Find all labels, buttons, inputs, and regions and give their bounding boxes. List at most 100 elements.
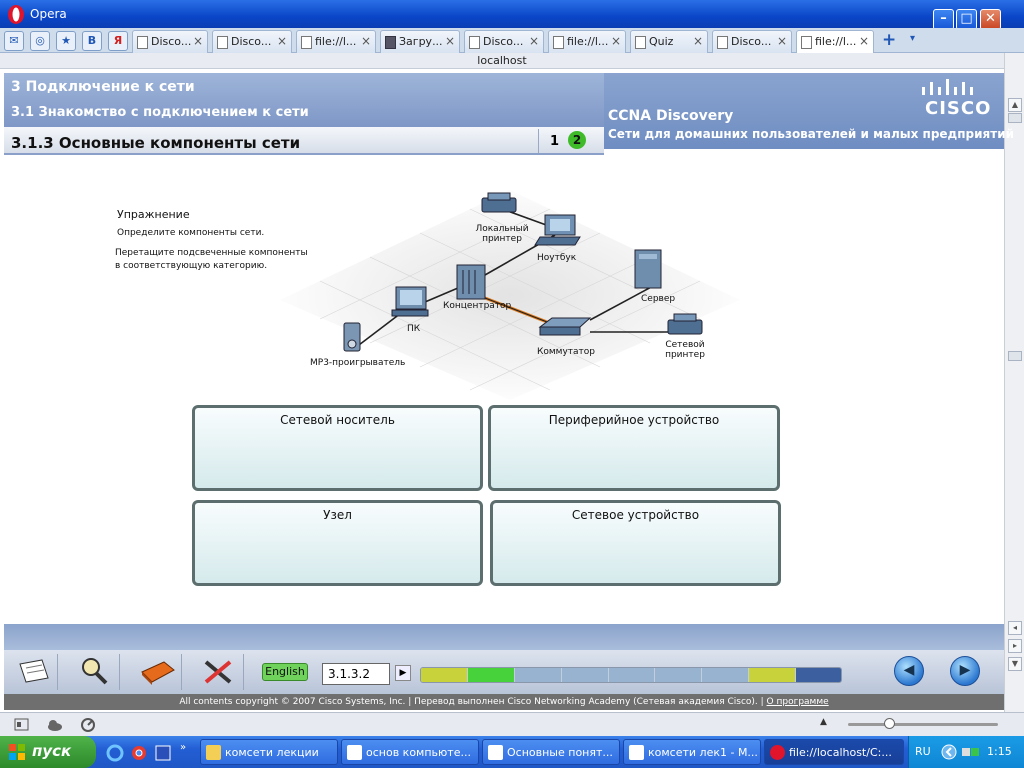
task-folder[interactable]: комсети лекции [200, 739, 338, 765]
progress-segment[interactable] [655, 668, 703, 682]
quick-launch-more[interactable]: » [180, 742, 187, 753]
search-button[interactable] [74, 654, 120, 690]
category-label: Сетевое устройство [571, 508, 700, 522]
tab-7[interactable]: Quiz× [630, 30, 708, 53]
feed-icon[interactable]: ◎ [30, 31, 50, 51]
tab-1[interactable]: Disco...× [132, 30, 208, 53]
progress-segment[interactable] [796, 668, 841, 682]
ie-icon[interactable] [106, 744, 124, 762]
new-tab-button[interactable]: + [882, 30, 897, 50]
speed-dial-icon[interactable] [80, 717, 96, 733]
task-word-1[interactable]: основ компьюте... [341, 739, 479, 765]
windows-flag-icon [9, 744, 25, 760]
network-tray-icon[interactable] [961, 745, 981, 759]
tray-collapse-icon[interactable] [941, 743, 957, 761]
tab-close-icon[interactable]: × [610, 34, 621, 48]
tab-label: Disco... [151, 35, 192, 48]
zoom-slider[interactable] [848, 723, 998, 726]
cloud-icon[interactable] [46, 718, 64, 732]
tools-icon [204, 660, 232, 684]
glossary-button[interactable] [136, 654, 182, 690]
scroll-down-icon[interactable]: ▼ [1008, 657, 1022, 671]
scroll-arrow-icon[interactable]: ▸ [1008, 639, 1022, 653]
laptop-icon [534, 214, 581, 246]
language-button[interactable]: English [262, 663, 308, 681]
tools-button[interactable] [198, 654, 244, 690]
bookmark-icon[interactable]: ★ [56, 31, 76, 51]
tab-close-icon[interactable]: × [858, 34, 869, 48]
address-bar[interactable]: localhost [0, 53, 1004, 69]
notes-icon [19, 659, 49, 683]
minimize-button[interactable]: – [933, 9, 954, 30]
tab-close-icon[interactable]: × [192, 34, 203, 48]
task-word-3[interactable]: комсети лек1 - М... [623, 739, 761, 765]
tab-close-icon[interactable]: × [444, 34, 455, 48]
progress-segment[interactable] [467, 668, 515, 682]
category-host[interactable]: Узел [192, 500, 483, 586]
zoom-slider-thumb[interactable] [884, 718, 895, 729]
footer-band [4, 624, 1004, 650]
scroll-up-icon[interactable]: ▲ [1008, 98, 1022, 112]
progress-segment[interactable] [702, 668, 750, 682]
tab-8[interactable]: Disco...× [712, 30, 792, 53]
maximize-button[interactable]: □ [956, 9, 977, 30]
scroll-thumb-mid[interactable] [1008, 351, 1022, 361]
category-network-media[interactable]: Сетевой носитель [192, 405, 483, 491]
local-printer-icon [481, 192, 517, 213]
tab-5[interactable]: Disco...× [464, 30, 544, 53]
tab-3[interactable]: file://l...× [296, 30, 376, 53]
tab-menu-button[interactable]: ▾ [910, 33, 916, 44]
topic-bar: 3.1.3 Основные компоненты сети 1 2 [4, 127, 604, 155]
yandex-icon[interactable]: Я [108, 31, 128, 51]
label-hub: Концентратор [443, 301, 512, 311]
tab-6[interactable]: file://l...× [548, 30, 626, 53]
page-1-button[interactable]: 1 [550, 134, 560, 149]
browser-statusbar: ▲ [0, 712, 1024, 736]
notes-button[interactable] [12, 654, 58, 690]
page-number-input[interactable]: 3.1.3.2 [322, 663, 390, 685]
start-button[interactable]: пуск [0, 736, 96, 768]
vk-icon[interactable]: В [82, 31, 102, 51]
copyright-bar: All contents copyright © 2007 Cisco Syst… [4, 694, 1004, 710]
page-2-button[interactable]: 2 [568, 131, 586, 149]
scroll-arrow-icon[interactable]: ◂ [1008, 621, 1022, 635]
chrome-icon[interactable] [130, 744, 148, 762]
scroll-thumb[interactable] [1008, 113, 1022, 123]
tab-9-active[interactable]: file://l...× [796, 30, 874, 53]
language-indicator[interactable]: RU [915, 745, 931, 758]
tab-4[interactable]: Загру...× [380, 30, 460, 53]
progress-segment[interactable] [561, 668, 609, 682]
windows-taskbar: пуск » комсети лекции основ компьюте... … [0, 736, 1024, 768]
go-to-page-icon[interactable]: ▶ [395, 665, 411, 681]
about-link[interactable]: О программе [766, 697, 829, 707]
network-diagram: Локальный принтер Ноутбук Концентратор С… [260, 190, 760, 400]
next-page-button[interactable]: ▶ [950, 656, 980, 686]
page-icon [635, 36, 646, 49]
course-progress-bar[interactable] [420, 667, 842, 683]
progress-segment[interactable] [514, 668, 562, 682]
mail-icon[interactable]: ✉ [4, 31, 24, 51]
vertical-scrollbar[interactable]: ▲ ◂ ▸ ▼ [1004, 53, 1024, 715]
tab-close-icon[interactable]: × [692, 34, 703, 48]
tab-close-icon[interactable]: × [776, 34, 787, 48]
cisco-logo-text: CISCO [925, 98, 992, 119]
tab-close-icon[interactable]: × [276, 34, 287, 48]
category-network-device[interactable]: Сетевое устройство [490, 500, 781, 586]
media-icon[interactable] [154, 744, 172, 762]
progress-segment[interactable] [608, 668, 656, 682]
tab-close-icon[interactable]: × [360, 34, 371, 48]
category-peripheral[interactable]: Периферийное устройство [488, 405, 780, 491]
progress-segment[interactable] [421, 668, 468, 682]
zoom-menu-icon[interactable]: ▲ [820, 717, 827, 727]
tab-label: file://l... [315, 35, 357, 48]
previous-page-button[interactable]: ◀ [894, 656, 924, 686]
task-word-2[interactable]: Основные понят... [482, 739, 620, 765]
opera-logo-icon [8, 5, 24, 24]
close-window-button[interactable]: ✕ [980, 9, 1001, 30]
task-opera[interactable]: file://localhost/C:... [764, 739, 904, 765]
panel-toggle-icon[interactable] [14, 718, 30, 732]
header-right [604, 73, 1004, 149]
tab-close-icon[interactable]: × [528, 34, 539, 48]
progress-segment[interactable] [749, 668, 797, 682]
tab-2[interactable]: Disco...× [212, 30, 292, 53]
